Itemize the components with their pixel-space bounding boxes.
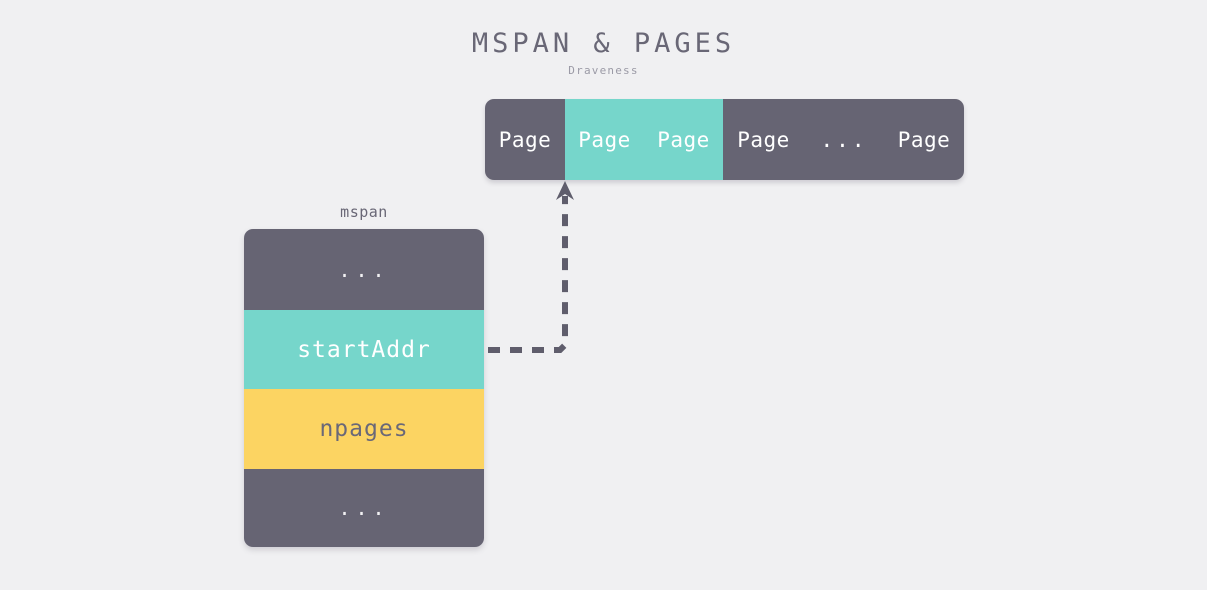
mspan-box: ... startAddr npages ... bbox=[244, 229, 484, 547]
pages-strip: Page Page Page Page ... Page bbox=[485, 99, 964, 180]
page-cell-3: Page bbox=[723, 99, 804, 180]
startaddr-to-page-arrow bbox=[488, 181, 574, 353]
page-cell-0: Page bbox=[485, 99, 565, 180]
mspan-row-startaddr: startAddr bbox=[244, 310, 484, 389]
mspan-row-npages: npages bbox=[244, 389, 484, 469]
mspan-row-ellipsis-top: ... bbox=[244, 229, 484, 310]
page-cell-2: Page bbox=[644, 99, 723, 180]
page-cell-1: Page bbox=[565, 99, 644, 180]
page-cell-ellipsis: ... bbox=[804, 99, 884, 180]
arrowhead-icon bbox=[556, 181, 574, 200]
mspan-label: mspan bbox=[340, 203, 388, 221]
mspan-row-ellipsis-bottom: ... bbox=[244, 469, 484, 547]
page-title: MSPAN & PAGES bbox=[471, 28, 736, 59]
page-subtitle: Draveness bbox=[568, 64, 639, 77]
page-cell-5: Page bbox=[884, 99, 964, 180]
